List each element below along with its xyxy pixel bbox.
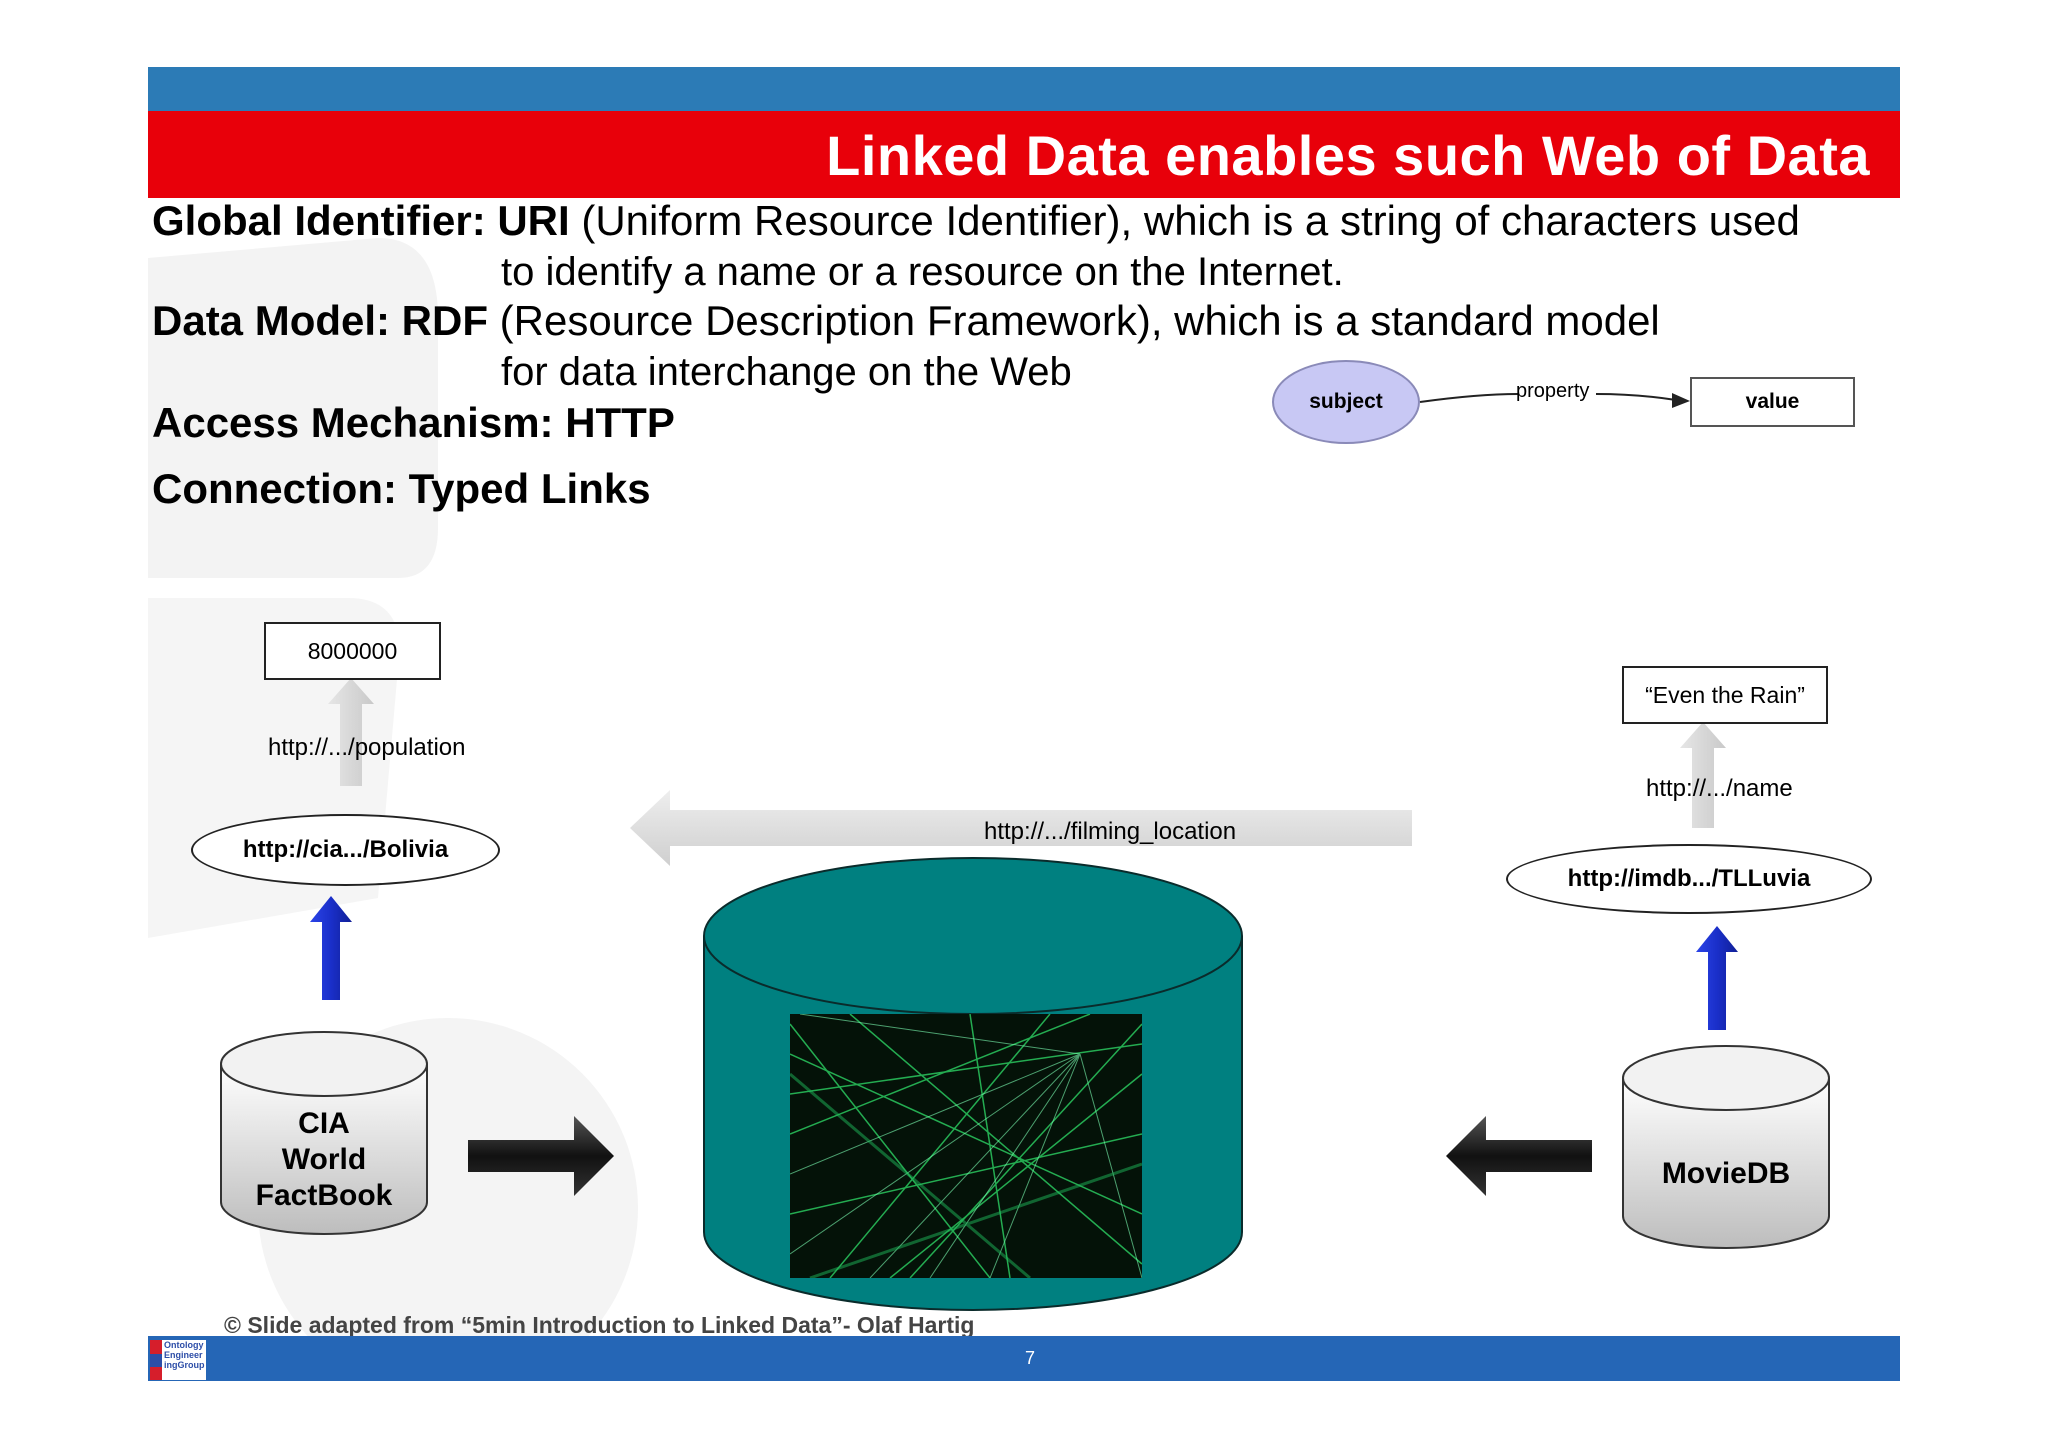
rdf-value-node: value (1690, 377, 1855, 427)
cia-to-web-arrow (468, 1116, 614, 1196)
bullet-rdf-continuation: for data interchange on the Web (501, 350, 1072, 394)
logo-text: Ontology Engineer ingGroup (164, 1340, 205, 1370)
name-predicate-label: http://.../name (1646, 775, 1793, 802)
tlluvia-resource-node: http://imdb.../TLLuvia (1506, 844, 1872, 914)
header-top-bar (148, 67, 1900, 111)
population-value-box: 8000000 (264, 622, 441, 680)
bullet-links: Connection: Typed Links (152, 465, 651, 512)
population-arrow (328, 678, 374, 786)
slide-title: Linked Data enables such Web of Data (826, 124, 1870, 187)
bullet-http: Access Mechanism: HTTP (152, 399, 675, 446)
moviedb-database-icon (1622, 1045, 1830, 1249)
bullet-rdf-label: Data Model: RDF (152, 297, 488, 344)
name-value-box: “Even the Rain” (1622, 666, 1828, 724)
cia-label-line-3: FactBook (255, 1179, 393, 1212)
rdf-subject-node: subject (1272, 360, 1420, 444)
bolivia-resource-node: http://cia.../Bolivia (191, 814, 500, 886)
logo-text-line-3: ingGroup (164, 1360, 205, 1370)
logo-text-line-1: Ontology (164, 1340, 204, 1350)
linked-web-network-image (790, 1014, 1142, 1278)
cia-link-arrow (310, 896, 352, 1000)
page-number: 7 (1025, 1348, 1036, 1368)
logo-mark-icon (150, 1340, 162, 1380)
ontology-engineering-group-logo: Ontology Engineer ingGroup (150, 1340, 206, 1380)
moviedb-link-arrow (1696, 926, 1738, 1030)
title-bar: Linked Data enables such Web of Data (148, 111, 1900, 198)
rdf-property-arrow (1419, 393, 1690, 408)
moviedb-to-web-arrow (1446, 1116, 1592, 1196)
bullet-rdf-text: (Resource Description Framework), which … (499, 297, 1660, 344)
cia-factbook-database-icon (220, 1031, 428, 1235)
bullet-uri: Global Identifier: URI (Uniform Resource… (152, 197, 1800, 244)
bullet-http-label: Access Mechanism: HTTP (152, 399, 675, 446)
cia-label-line-2: World (281, 1143, 367, 1176)
population-predicate-label: http://.../population (268, 734, 466, 761)
filming-location-label: http://.../filming_location (984, 818, 1237, 845)
bullet-uri-text: (Uniform Resource Identifier), which is … (581, 197, 1800, 244)
footer-bar (148, 1336, 1900, 1381)
cia-label-line-1: CIA (298, 1107, 350, 1140)
name-arrow (1680, 722, 1726, 828)
filming-location-arrow (630, 790, 1412, 866)
rdf-property-label: property (1516, 380, 1590, 402)
footer-credit: © Slide adapted from “5min Introduction … (224, 1312, 975, 1338)
bullet-rdf: Data Model: RDF (Resource Description Fr… (152, 297, 1660, 344)
bullet-links-label: Connection: Typed Links (152, 465, 651, 512)
bullet-uri-continuation: to identify a name or a resource on the … (501, 250, 1344, 294)
moviedb-label: MovieDB (1661, 1157, 1791, 1190)
cia-factbook-label: CIA World FactBook (219, 1106, 429, 1214)
bullet-uri-label: Global Identifier: URI (152, 197, 570, 244)
logo-text-line-2: Engineer (164, 1350, 203, 1360)
